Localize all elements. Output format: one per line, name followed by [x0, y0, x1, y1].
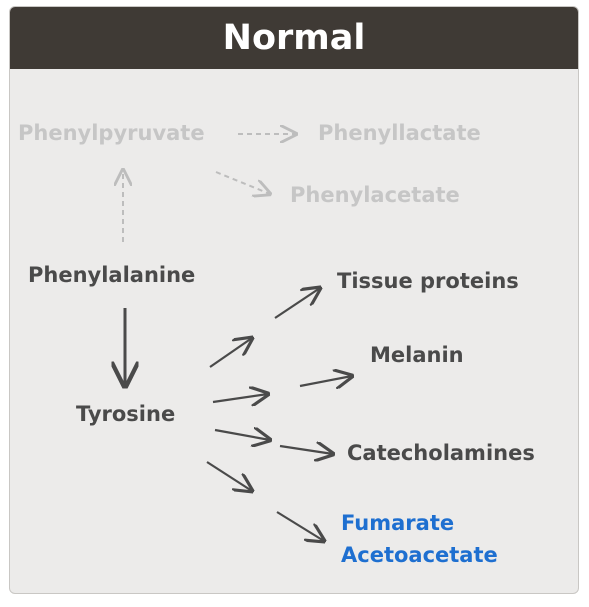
node-phenyllactate: Phenyllactate	[318, 121, 481, 145]
node-melanin: Melanin	[370, 343, 464, 367]
node-tissue-proteins: Tissue proteins	[337, 269, 519, 293]
arrow-tyrosine-to-fumarate-a	[206, 461, 252, 491]
title-bar: Normal	[10, 7, 578, 69]
arrow-tyrosine-to-melanin-b	[299, 376, 352, 386]
arrow-tyrosine-to-catecholamines-a	[214, 430, 270, 440]
node-tyrosine: Tyrosine	[76, 402, 176, 426]
arrow-tyrosine-to-melanin-a	[212, 394, 268, 402]
node-fumarate: Fumarate	[341, 511, 455, 535]
node-catecholamines: Catecholamines	[347, 441, 535, 465]
diagram-panel: Normal	[9, 6, 579, 594]
node-acetoacetate: Acetoacetate	[341, 543, 498, 567]
node-phenylpyruvate: Phenylpyruvate	[18, 121, 205, 145]
diagram-title: Normal	[222, 18, 366, 58]
arrow-tyrosine-to-fumarate-b	[276, 511, 324, 541]
node-phenylalanine: Phenylalanine	[28, 263, 196, 287]
arrow-tyrosine-to-catecholamines-b	[279, 446, 333, 454]
arrow-tyrosine-to-tissue-proteins-a	[209, 338, 252, 368]
node-phenylacetate: Phenylacetate	[290, 183, 460, 207]
arrow-phenylpyruvate-to-phenylacetate	[215, 171, 270, 194]
arrow-tyrosine-to-tissue-proteins-b	[274, 288, 320, 319]
